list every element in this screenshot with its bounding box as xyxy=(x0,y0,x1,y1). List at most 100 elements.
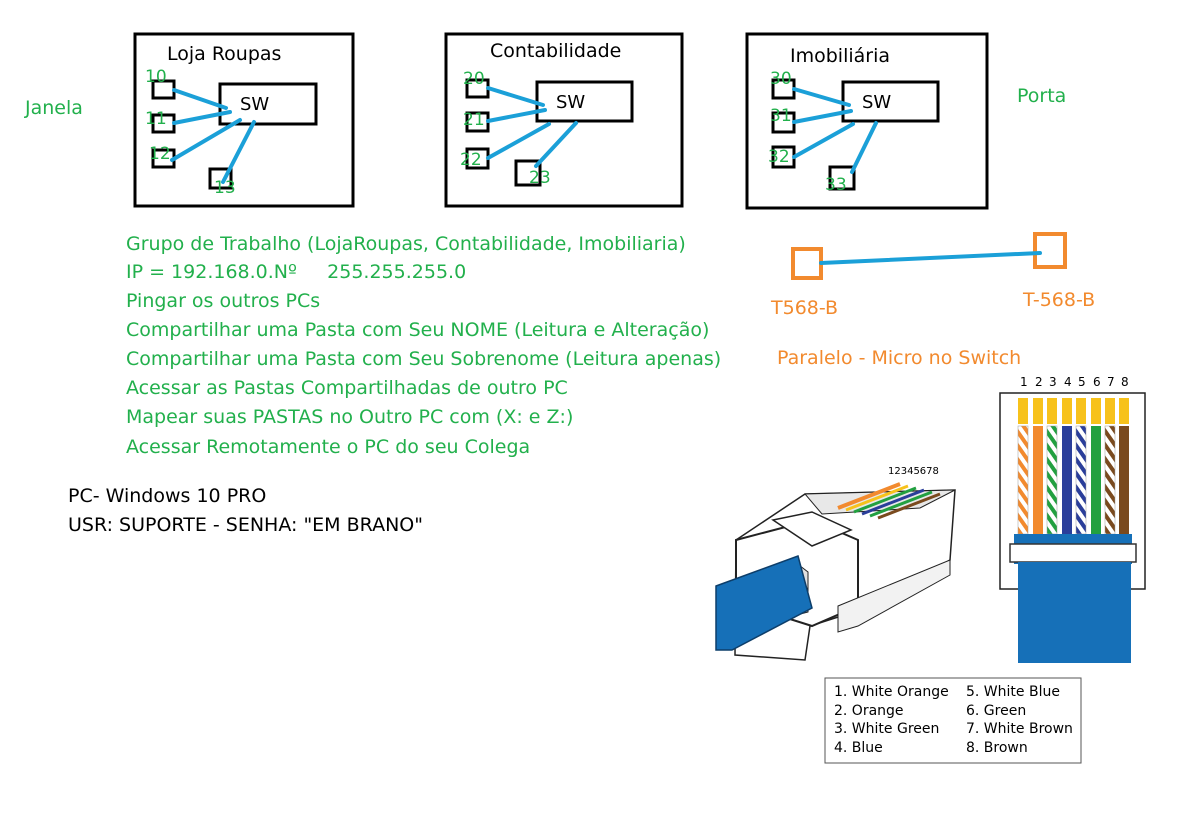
port-number: 31 xyxy=(770,106,792,126)
cable-link xyxy=(792,109,853,124)
cable-link xyxy=(792,122,855,159)
cable-link xyxy=(172,110,232,125)
wire-white-blue xyxy=(1075,425,1087,535)
cable-link xyxy=(486,86,545,107)
room-title: Contabilidade xyxy=(490,40,621,62)
cable-link xyxy=(850,121,878,174)
wire-brown xyxy=(1119,426,1129,534)
legend-item: 4. Blue xyxy=(834,740,883,756)
cable-jacket xyxy=(1018,562,1131,663)
wire-perspective xyxy=(869,490,933,518)
pc-info: PC- Windows 10 PRO xyxy=(68,485,266,507)
wire-white-green xyxy=(1046,425,1058,535)
cable-link xyxy=(170,118,242,162)
instruction-line: Compartilhar uma Pasta com Seu Sobrenome… xyxy=(126,348,721,370)
port-number: 32 xyxy=(768,147,790,167)
cable-link xyxy=(792,87,851,107)
cable-link xyxy=(221,120,256,184)
cable-blue xyxy=(715,555,813,651)
legend-item: 6. Green xyxy=(966,703,1026,719)
gold-pin xyxy=(1033,398,1043,424)
pin-number: 8 xyxy=(1121,375,1129,389)
wire-white-orange xyxy=(1017,425,1029,535)
gold-pin xyxy=(1091,398,1101,424)
port-number: 21 xyxy=(463,110,485,130)
instructions-list: Grupo de Trabalho (LojaRoupas, Contabili… xyxy=(126,233,721,458)
port-number: 11 xyxy=(145,109,167,129)
cable-end-left xyxy=(791,247,823,280)
legend-item: 5. White Blue xyxy=(966,684,1060,700)
pin-number: 3 xyxy=(1049,375,1057,389)
room-contabilidade: Contabilidade SW 20 21 22 23 xyxy=(444,32,684,208)
port-number: 23 xyxy=(529,168,551,188)
cable-link xyxy=(172,88,228,110)
rj45-front-view: 1 2 3 4 5 6 7 8 xyxy=(999,375,1146,663)
wire-perspective xyxy=(877,492,941,520)
gold-pin xyxy=(1047,398,1057,424)
port-number: 33 xyxy=(825,175,847,195)
room-title: Loja Roupas xyxy=(167,43,281,65)
gold-pin xyxy=(1105,398,1115,424)
wire-orange xyxy=(1033,426,1043,534)
strain-relief xyxy=(1009,543,1137,563)
gold-pin xyxy=(1062,398,1072,424)
pin-number-small: 12345678 xyxy=(888,466,939,477)
room-title: Imobiliária xyxy=(790,45,890,67)
switch-label: SW xyxy=(240,94,269,115)
wire-perspective xyxy=(837,482,901,510)
cable-end-right xyxy=(1033,232,1067,269)
pin-number: 7 xyxy=(1107,375,1115,389)
wire-blue xyxy=(1062,426,1072,534)
legend-item: 7. White Brown xyxy=(966,721,1073,737)
instruction-line: IP = 192.168.0.Nº 255.255.255.0 xyxy=(126,261,466,283)
port-number: 22 xyxy=(460,150,482,170)
switch-label: SW xyxy=(556,92,585,113)
port-number: 10 xyxy=(145,67,167,87)
instruction-line: Acessar as Pastas Compartilhadas de outr… xyxy=(126,377,568,399)
port-number: 13 xyxy=(214,178,236,198)
cable-type-label: Paralelo - Micro no Switch xyxy=(777,347,1021,369)
legend-item: 3. White Green xyxy=(834,721,939,737)
wire-color-legend: 1. White Orange 2. Orange 3. White Green… xyxy=(824,677,1082,764)
instruction-line: Acessar Remotamente o PC do seu Colega xyxy=(126,436,530,458)
switch-label: SW xyxy=(862,92,891,113)
wire-green xyxy=(1091,426,1101,534)
wire-perspective xyxy=(861,488,925,516)
cable-left-label: T568-B xyxy=(770,297,838,319)
connector-latch xyxy=(771,511,853,547)
door-label: Porta xyxy=(1017,85,1066,107)
cable-right-label: T-568-B xyxy=(1022,289,1095,311)
room-box xyxy=(745,32,989,210)
window-label: Janela xyxy=(24,97,83,119)
pin-number: 4 xyxy=(1064,375,1072,389)
port-number: 12 xyxy=(149,144,171,164)
instruction-line: Mapear suas PASTAS no Outro PC com (X: e… xyxy=(126,406,573,428)
instruction-line: Compartilhar uma Pasta com Seu NOME (Lei… xyxy=(126,319,709,341)
gold-pin xyxy=(1076,398,1086,424)
legend-item: 8. Brown xyxy=(966,740,1028,756)
gold-pin xyxy=(1119,398,1129,424)
legend-item: 2. Orange xyxy=(834,703,904,719)
cable-link xyxy=(534,121,578,168)
user-info: USR: SUPORTE - SENHA: "EM BRANO" xyxy=(68,514,423,536)
network-port xyxy=(514,159,542,187)
instruction-line: Grupo de Trabalho (LojaRoupas, Contabili… xyxy=(126,233,686,255)
pin-number: 2 xyxy=(1035,375,1043,389)
cable-diagram: T568-B T-568-B Paralelo - Micro no Switc… xyxy=(770,232,1095,369)
legend-box xyxy=(824,677,1082,764)
port-number: 20 xyxy=(463,69,485,89)
room-box xyxy=(133,32,355,208)
wire-perspective xyxy=(853,486,917,514)
legend-item: 1. White Orange xyxy=(834,684,949,700)
pin-number: 5 xyxy=(1078,375,1086,389)
rj45-perspective-view: 12345678 xyxy=(715,466,956,661)
port-number: 30 xyxy=(770,69,792,89)
network-port xyxy=(208,167,233,190)
instruction-line: Pingar os outros PCs xyxy=(126,290,320,312)
room-loja-roupas: Loja Roupas SW 10 11 12 13 xyxy=(133,32,355,208)
gold-pin xyxy=(1018,398,1028,424)
cable-link xyxy=(486,122,551,160)
cable-line xyxy=(819,251,1042,265)
pin-number: 1 xyxy=(1020,375,1028,389)
